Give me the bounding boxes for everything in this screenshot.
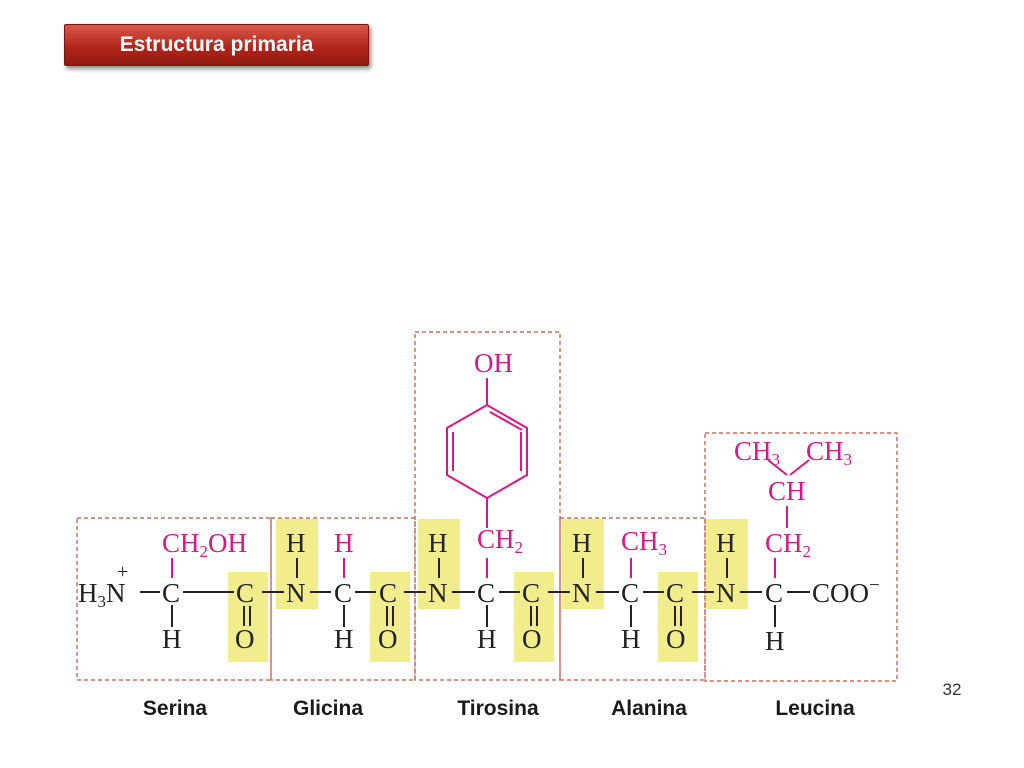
h-glicina: H	[334, 624, 354, 654]
side-chains: CH2OH H CH2 OH CH3 CH2 CH CH3 CH3	[162, 348, 852, 561]
nitrogen-3: N	[572, 578, 592, 608]
h-leucina: H	[765, 626, 785, 656]
oxygen-2: O	[378, 624, 398, 654]
h-serina: H	[162, 624, 182, 654]
label-tirosina: Tirosina	[457, 697, 539, 720]
side-chain-leucina-ch: CH	[768, 476, 806, 506]
side-chain-bonds	[171, 378, 810, 578]
carbonyl-carbon-1: C	[236, 578, 254, 608]
side-chain-tirosina-oh: OH	[474, 348, 513, 378]
h-tirosina: H	[477, 624, 497, 654]
nitrogen-1: N	[286, 578, 306, 608]
nitrogen-4: N	[716, 578, 736, 608]
peptide-bond-highlights	[228, 519, 748, 662]
side-chain-leucina-ch3-left: CH3	[734, 436, 780, 469]
svg-text:COO−: COO−	[812, 575, 880, 608]
c-terminus: COO−	[812, 575, 880, 608]
side-chain-serina: CH2OH	[162, 528, 247, 561]
n-terminus: H3N +	[78, 561, 128, 611]
side-chain-alanina: CH3	[621, 526, 667, 559]
svg-text:H3N: H3N	[78, 578, 126, 611]
alpha-carbon-leucina: C	[765, 578, 783, 608]
alpha-carbon-serina: C	[162, 578, 180, 608]
oxygen-4: O	[666, 624, 686, 654]
label-alanina: Alanina	[611, 697, 687, 720]
side-chain-leucina-ch3-right: CH3	[806, 436, 852, 469]
carbonyl-carbon-2: C	[379, 578, 397, 608]
highlight-co-3	[514, 572, 554, 662]
residue-boxes	[76, 331, 898, 682]
highlight-co-4	[658, 572, 698, 662]
nh-3: H	[572, 528, 592, 558]
svg-text:+: +	[117, 561, 128, 583]
slide-title: Estructura primaria	[64, 24, 369, 66]
residue-box-serina	[76, 517, 272, 681]
alpha-carbon-glicina: C	[334, 578, 352, 608]
label-serina: Serina	[142, 697, 208, 720]
h-alanina: H	[621, 624, 641, 654]
residue-box-leucina	[704, 432, 898, 682]
page-number: 32	[942, 680, 962, 699]
backbone-bonds	[140, 558, 810, 627]
side-chain-glicina: H	[334, 528, 354, 558]
highlight-co-1	[228, 572, 268, 662]
alpha-carbon-alanina: C	[621, 578, 639, 608]
oxygen-1: O	[235, 624, 255, 654]
nh-2: H	[428, 528, 448, 558]
residue-box-tirosina	[414, 331, 561, 681]
nh-4: H	[716, 528, 736, 558]
label-glicina: Glicina	[292, 697, 364, 720]
alpha-carbon-tirosina: C	[477, 578, 495, 608]
side-chain-leucina-ch2: CH2	[765, 528, 811, 561]
residue-box-glicina	[270, 517, 416, 681]
side-chain-tirosina-ch2: CH2	[477, 524, 523, 557]
nh-1: H	[286, 528, 306, 558]
backbone-atoms: C C O H N H C H C O N H C H C O N H C H …	[162, 528, 785, 656]
label-leucina: Leucina	[775, 697, 855, 720]
highlight-co-2	[370, 572, 410, 662]
oxygen-3: O	[522, 624, 542, 654]
carbonyl-carbon-4: C	[666, 578, 684, 608]
carbonyl-carbon-3: C	[522, 578, 540, 608]
nitrogen-2: N	[428, 578, 448, 608]
